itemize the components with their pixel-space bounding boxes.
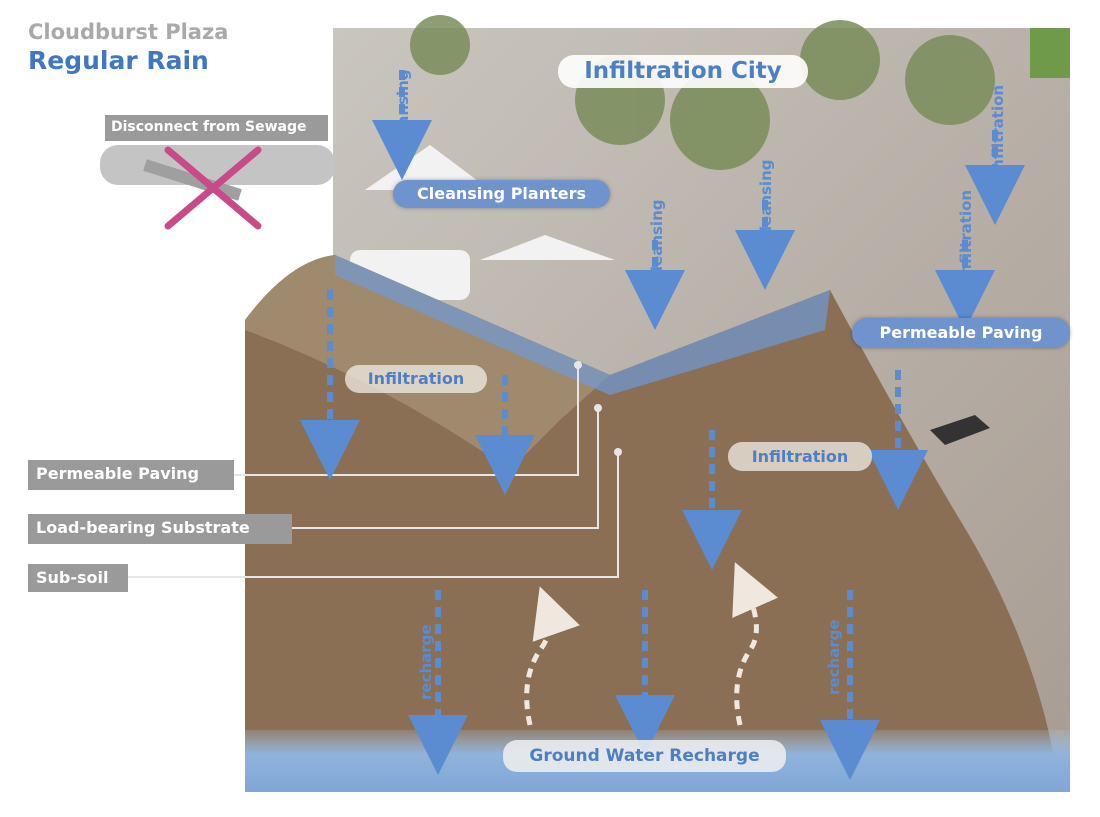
arrow-up (524, 586, 580, 726)
layer-permeable-paving: Permeable Paving (28, 460, 234, 490)
layer-sub-soil: Sub-soil (28, 564, 128, 592)
page-subtitle: Regular Rain (28, 46, 209, 75)
soil-top-layer (245, 255, 610, 470)
sewage-pipe (100, 145, 335, 185)
disconnect-cross-icon (164, 146, 262, 230)
infiltration-city-label: Infiltration City (558, 55, 808, 88)
water-infiltration-band (335, 255, 830, 395)
cleansing-label: cleansing (757, 159, 775, 241)
cleansing-label: cleansing (648, 199, 666, 281)
arrow-up (732, 562, 778, 726)
recharge-label: recharge (417, 624, 435, 700)
infiltration-label-left: Infiltration (345, 365, 487, 393)
drain-grate (930, 415, 990, 445)
recharge-label: recharge (825, 619, 843, 695)
pipe-branch (143, 159, 242, 201)
infiltration-label-mid: Infiltration (728, 442, 872, 471)
cleansing-planters-label: Cleansing Planters (393, 180, 610, 208)
lawn (1030, 28, 1070, 78)
permeable-paving-label: Permeable Paving (852, 318, 1070, 348)
layer-load-bearing-substrate: Load-bearing Substrate (28, 514, 292, 544)
infiltration-vertical-label: infiltration (957, 189, 975, 280)
cleansing-label: cleansing (394, 69, 412, 151)
sewage-label: Disconnect from Sewage (105, 115, 328, 141)
ground-water-label: Ground Water Recharge (503, 740, 786, 772)
page-title: Cloudburst Plaza (28, 20, 229, 44)
infiltration-vertical-label: infiltration (989, 84, 1007, 175)
